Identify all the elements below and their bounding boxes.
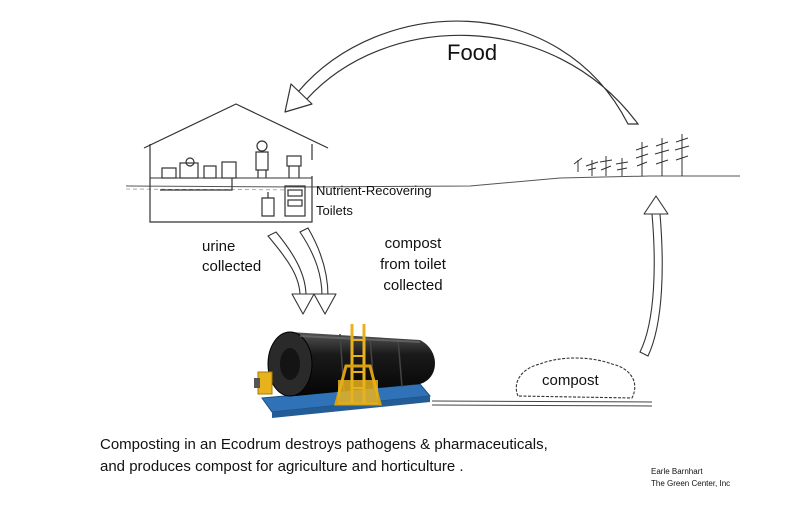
ground-line — [125, 175, 740, 188]
house-illustration — [143, 103, 329, 223]
compost-toilet-label: compost from toilet collected — [358, 233, 468, 296]
ecodrum-illustration — [254, 324, 435, 418]
toilets-label-line-1: Nutrient-Recovering — [316, 183, 432, 198]
output-line — [431, 400, 653, 407]
credit-author: Earle Barnhart — [651, 467, 703, 476]
compost-toilet-arrow — [299, 227, 337, 315]
caption-line-2: and produces compost for agriculture and… — [100, 458, 464, 475]
credit: Earle Barnhart The Green Center, Inc — [651, 466, 771, 490]
toilets-label: Nutrient-Recovering Toilets — [316, 181, 466, 221]
food-label: Food — [447, 40, 498, 65]
compost-heap-label: compost — [542, 372, 599, 389]
credit-organization: The Green Center, Inc — [651, 479, 731, 488]
urine-label-line-1: urine — [202, 238, 236, 255]
food-arrow — [284, 20, 640, 125]
compost-to-field-arrow — [639, 195, 669, 357]
urine-label-line-2: collected — [202, 258, 262, 275]
caption-line-1: Composting in an Ecodrum destroys pathog… — [100, 436, 548, 453]
crops-illustration — [573, 134, 690, 176]
compost-toilet-label-line-3: collected — [383, 277, 443, 294]
caption: Composting in an Ecodrum destroys pathog… — [100, 434, 660, 478]
compost-toilet-label-line-1: compost — [384, 235, 442, 252]
compost-heap — [515, 357, 636, 399]
compost-toilet-label-line-2: from toilet — [380, 256, 446, 273]
toilets-label-line-2: Toilets — [316, 203, 353, 218]
urine-label: urine collected — [202, 237, 292, 277]
urine-arrow — [267, 231, 315, 315]
